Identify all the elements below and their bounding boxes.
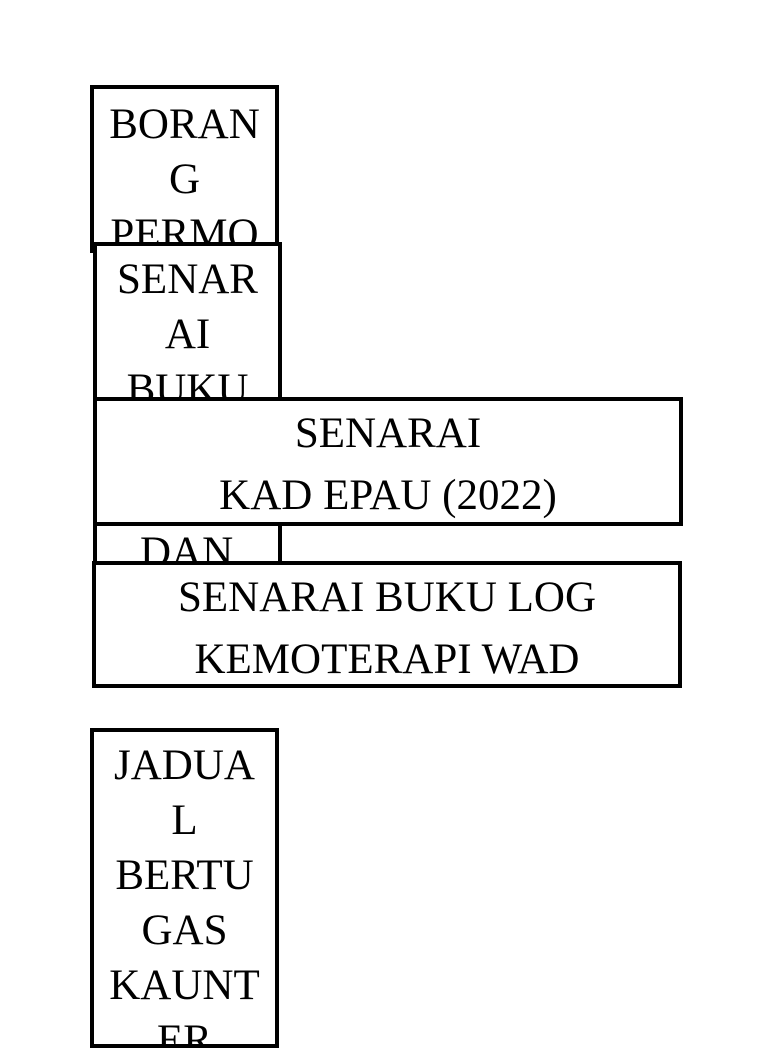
label-text-line: SENARAI BUKU LOG [177,574,597,621]
label-text-line: BERTU [115,852,254,899]
label-text-line: KEMOTERAPI WAD [194,636,580,683]
label-text-line: ER [157,1017,212,1048]
label-text-line: L [171,797,198,844]
label-text-line: G [168,156,201,203]
label-text-line: AI [164,311,211,358]
label-text-line: GAS [141,907,228,954]
label-text-line: SENAR [117,256,258,303]
label-text-line: SENARAI [294,410,482,457]
label-senarai-buku: SENAR AI BUKU [93,242,282,476]
label-senarai-kad-epau: SENARAI KAD EPAU (2022) [93,397,683,526]
label-text-line: JADUA [114,742,255,789]
label-senarai-buku-log: SENARAI BUKU LOG KEMOTERAPI WAD [92,561,682,688]
label-jadual-bertugas: JADUA L BERTU GAS KAUNT ER [90,728,279,1048]
label-text-line: KAUNT [109,962,260,1009]
label-text-line: BORAN [109,101,260,148]
label-text-line: KAD EPAU (2022) [219,472,557,519]
label-borang-permohonan: BORAN G PERMO [90,85,279,253]
